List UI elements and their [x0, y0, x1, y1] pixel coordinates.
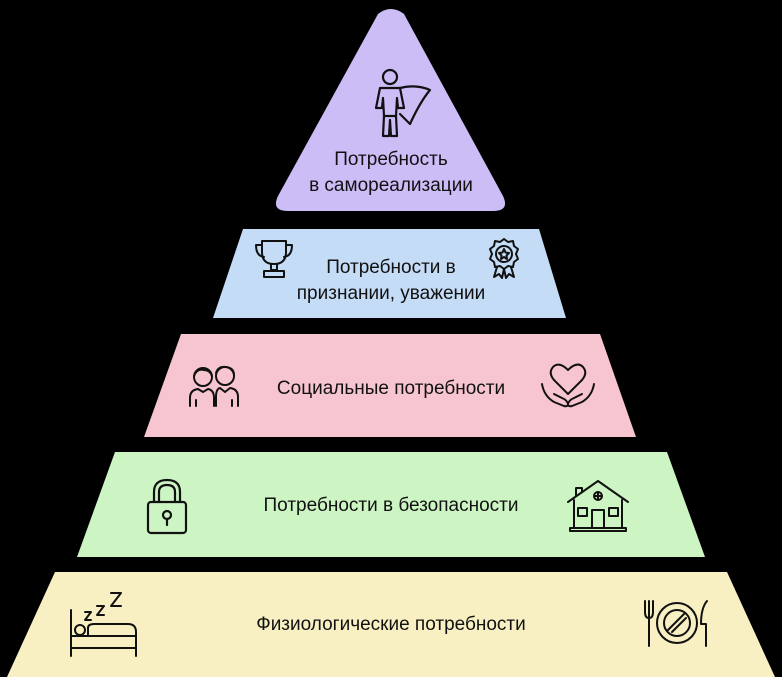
level-self-actualization-label: Потребность в самореализации	[291, 147, 491, 199]
level-esteem-shape	[213, 229, 566, 318]
heart-in-hands-icon	[540, 360, 596, 412]
house-icon	[566, 478, 630, 532]
level-safety-label: Потребности в безопасности	[211, 493, 571, 519]
label-text: Потребности в безопасности	[263, 495, 519, 516]
level-esteem-label: Потребности в признании, уважении	[271, 255, 511, 307]
trophy-icon	[254, 238, 294, 280]
sleeping-bed-icon	[68, 588, 140, 658]
label-line-2: признании, уважении	[296, 283, 486, 304]
level-social-label: Социальные потребности	[241, 376, 541, 402]
superhero-icon	[364, 68, 434, 140]
label-text: Физиологические потребности	[256, 614, 526, 635]
level-physiological-label: Физиологические потребности	[191, 612, 591, 638]
level-self-actualization-shape	[275, 9, 506, 211]
plate-cutlery-icon	[641, 598, 713, 648]
label-line-2: в самореализации	[309, 175, 473, 196]
label-line-1: Потребности в	[326, 257, 456, 278]
label-line-1: Потребность	[334, 149, 448, 170]
label-text: Социальные потребности	[276, 378, 506, 399]
level-safety-shape	[77, 452, 705, 557]
people-pair-icon	[188, 364, 242, 408]
level-social-shape	[144, 334, 636, 437]
level-physiological-shape	[7, 572, 775, 677]
padlock-icon	[145, 478, 189, 536]
award-medal-icon	[487, 237, 521, 279]
